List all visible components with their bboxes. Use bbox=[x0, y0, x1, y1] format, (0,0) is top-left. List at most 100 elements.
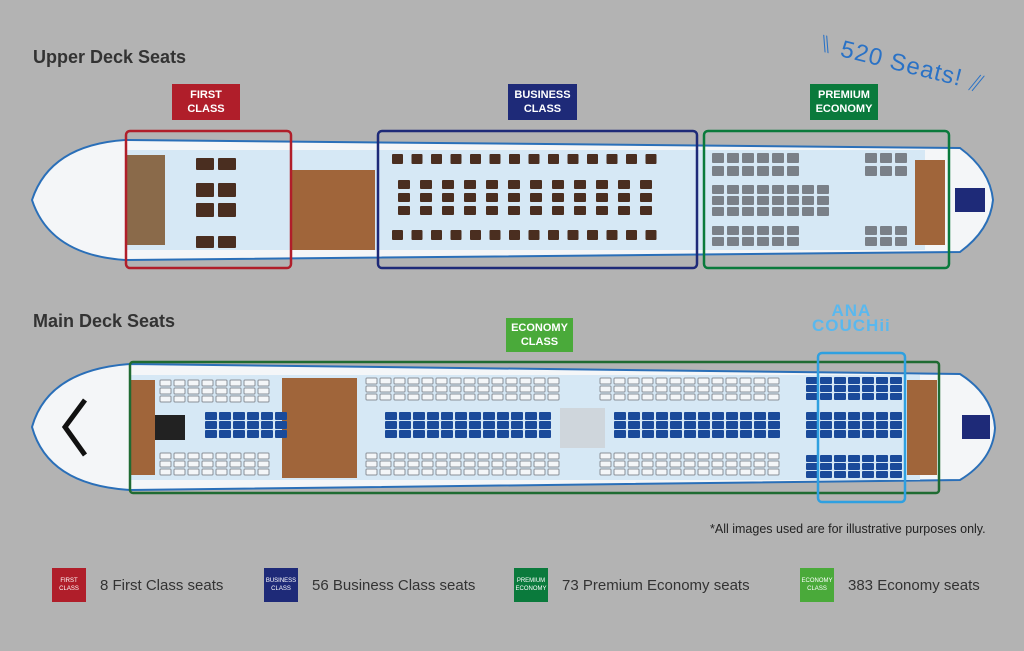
economy-seat bbox=[697, 452, 710, 460]
economy-seat bbox=[627, 385, 640, 393]
business-seat bbox=[508, 206, 520, 215]
couch-seat bbox=[834, 393, 846, 400]
economy-seat bbox=[711, 460, 724, 468]
couch-seat bbox=[862, 393, 874, 400]
economy-seat bbox=[261, 412, 273, 420]
premium-seat bbox=[772, 166, 784, 176]
economy-seat bbox=[187, 468, 200, 476]
premium-seat bbox=[802, 196, 814, 205]
economy-seat bbox=[768, 421, 780, 429]
premium-seat bbox=[712, 207, 724, 216]
economy-seat bbox=[463, 393, 476, 401]
economy-seat bbox=[159, 468, 172, 476]
economy-seat bbox=[739, 452, 752, 460]
business-seat bbox=[596, 206, 608, 215]
couch-seat bbox=[890, 377, 902, 384]
first-class-seat bbox=[218, 158, 236, 170]
economy-seat bbox=[215, 387, 228, 395]
economy-seat bbox=[243, 468, 256, 476]
economy-seat bbox=[656, 421, 668, 429]
economy-seat bbox=[655, 468, 668, 476]
economy-seat bbox=[655, 377, 668, 385]
couch-seat bbox=[806, 471, 818, 478]
economy-seat bbox=[627, 468, 640, 476]
economy-seat bbox=[407, 385, 420, 393]
economy-seat bbox=[655, 393, 668, 401]
economy-seat bbox=[655, 452, 668, 460]
economy-seat bbox=[421, 393, 434, 401]
economy-seat bbox=[497, 412, 509, 420]
premium-seat bbox=[772, 153, 784, 163]
economy-seat bbox=[257, 387, 270, 395]
economy-seat bbox=[173, 452, 186, 460]
premium-seat bbox=[880, 226, 892, 235]
economy-seat bbox=[201, 379, 214, 387]
economy-seat bbox=[449, 385, 462, 393]
business-seat bbox=[574, 206, 586, 215]
economy-seat bbox=[243, 387, 256, 395]
economy-seat bbox=[261, 430, 273, 438]
couch-seat bbox=[862, 412, 874, 420]
couch-seat bbox=[848, 463, 860, 470]
economy-seat bbox=[187, 460, 200, 468]
couch-seat bbox=[848, 377, 860, 384]
economy-seat bbox=[463, 377, 476, 385]
couch-seat bbox=[806, 463, 818, 470]
premium-seat bbox=[727, 185, 739, 194]
couch-seat bbox=[876, 455, 888, 462]
economy-seat bbox=[201, 387, 214, 395]
upper-exit-door bbox=[955, 188, 985, 212]
economy-seat bbox=[393, 377, 406, 385]
couch-seat bbox=[834, 471, 846, 478]
economy-seat bbox=[233, 421, 245, 429]
economy-seat bbox=[477, 460, 490, 468]
economy-seat bbox=[739, 468, 752, 476]
premium-seat bbox=[712, 226, 724, 235]
economy-seat bbox=[159, 387, 172, 395]
premium-seat bbox=[757, 166, 769, 176]
premium-seat bbox=[895, 237, 907, 246]
economy-seat bbox=[201, 468, 214, 476]
couch-seat bbox=[862, 463, 874, 470]
couch-seat bbox=[806, 377, 818, 384]
economy-seat bbox=[463, 385, 476, 393]
economy-seat bbox=[684, 412, 696, 420]
economy-seat bbox=[385, 412, 397, 420]
economy-seat bbox=[365, 460, 378, 468]
economy-seat bbox=[697, 377, 710, 385]
economy-seat bbox=[711, 452, 724, 460]
economy-seat bbox=[229, 379, 242, 387]
couch-seat bbox=[876, 412, 888, 420]
premium-seat bbox=[787, 196, 799, 205]
economy-seat bbox=[725, 385, 738, 393]
economy-seat bbox=[505, 468, 518, 476]
first-class-seat bbox=[218, 236, 236, 248]
economy-seat bbox=[455, 412, 467, 420]
economy-seat bbox=[669, 377, 682, 385]
economy-seat bbox=[399, 430, 411, 438]
economy-seat bbox=[463, 460, 476, 468]
business-seat bbox=[420, 193, 432, 202]
front-galley bbox=[130, 380, 155, 475]
economy-seat bbox=[641, 452, 654, 460]
economy-seat bbox=[519, 377, 532, 385]
economy-seat bbox=[365, 452, 378, 460]
economy-seat bbox=[740, 412, 752, 420]
economy-seat bbox=[505, 393, 518, 401]
premium-seat bbox=[817, 196, 829, 205]
couch-seat bbox=[876, 393, 888, 400]
economy-seat bbox=[533, 393, 546, 401]
economy-seat bbox=[491, 460, 504, 468]
business-seat bbox=[640, 193, 652, 202]
premium-seat bbox=[772, 237, 784, 246]
couch-seat bbox=[820, 385, 832, 392]
premium-seat bbox=[727, 237, 739, 246]
couch-seat bbox=[876, 471, 888, 478]
business-class-zone bbox=[376, 129, 699, 270]
couch-seat bbox=[820, 463, 832, 470]
economy-seat bbox=[393, 385, 406, 393]
economy-seat bbox=[483, 430, 495, 438]
business-seat bbox=[552, 206, 564, 215]
